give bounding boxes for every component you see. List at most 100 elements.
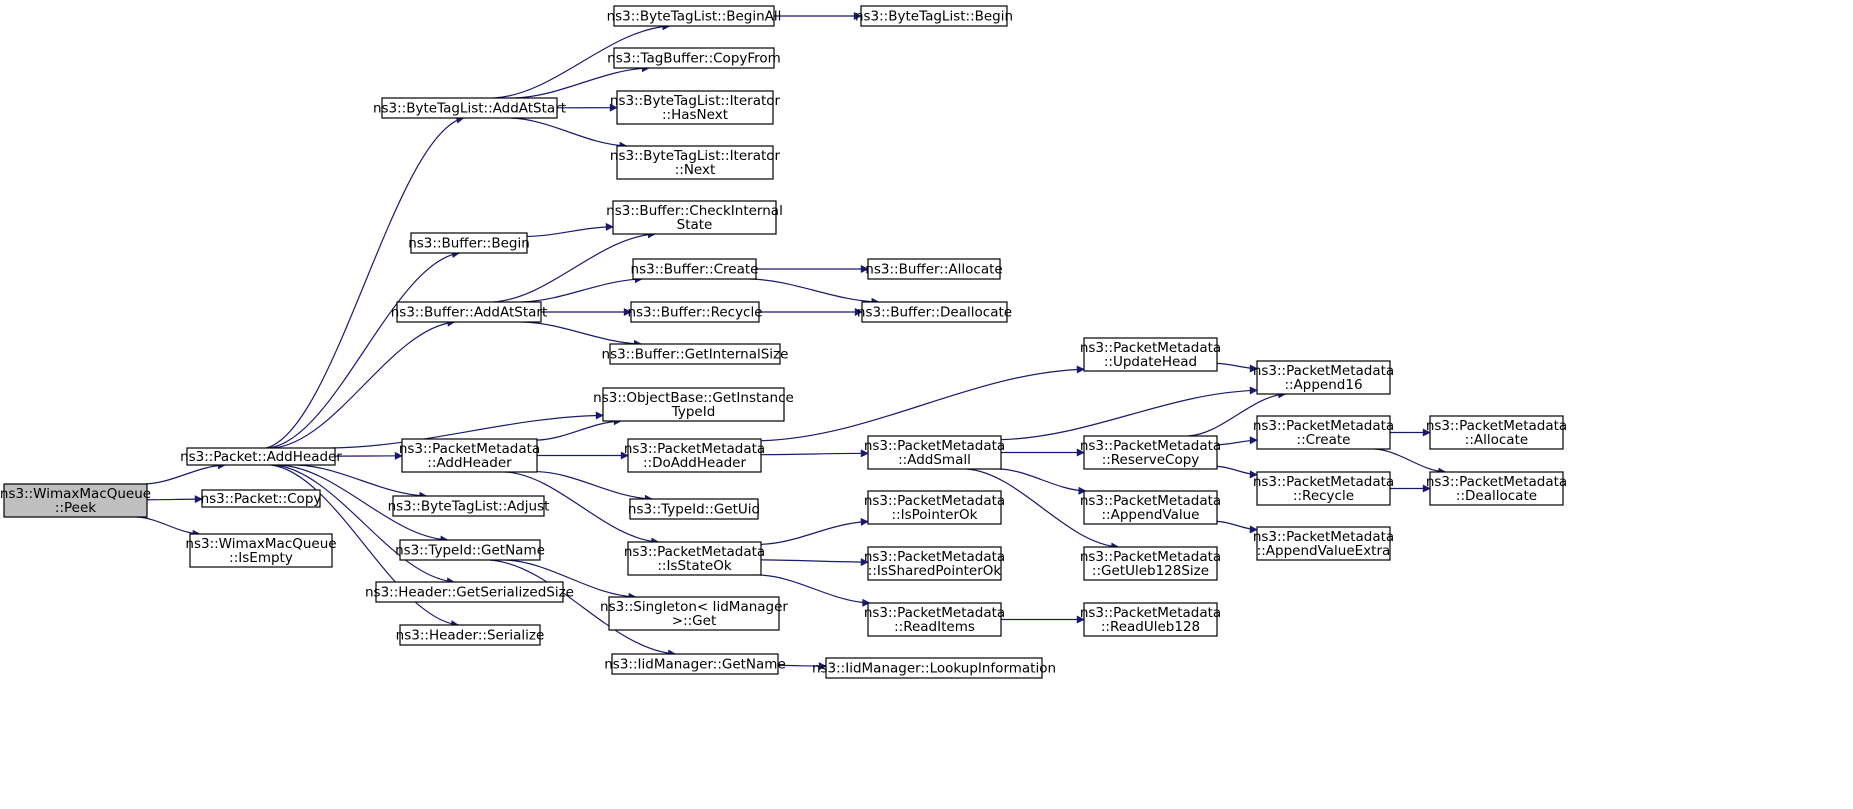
node-pm_appendvalueextra[interactable]: ns3::PacketMetadata::AppendValueExtra: [1253, 526, 1394, 561]
node-label: ::IsStateOk: [657, 558, 731, 574]
node-box: [1083, 546, 1218, 581]
node-btl_beginall[interactable]: ns3::ByteTagList::BeginAll: [607, 5, 782, 27]
node-tagbuffer_copyfrom[interactable]: ns3::TagBuffer::CopyFrom: [607, 47, 781, 69]
node-label: State: [677, 217, 713, 233]
node-pm_recycle[interactable]: ns3::PacketMetadata::Recycle: [1253, 471, 1394, 506]
node-pm_readitems[interactable]: ns3::PacketMetadata::ReadItems: [864, 602, 1005, 637]
node-peek[interactable]: ns3::WimaxMacQueue::Peek: [0, 483, 151, 518]
edge-pm_reservecopy-to-pm_create: [1216, 436, 1258, 446]
node-btl_begin[interactable]: ns3::ByteTagList::Begin: [855, 5, 1013, 27]
node-pm_addheader[interactable]: ns3::PacketMetadata::AddHeader: [399, 438, 540, 473]
edge-peek-to-copy: [146, 495, 203, 504]
node-label: ns3::PacketMetadata: [1426, 474, 1567, 490]
node-label: ns3::Buffer::Create: [631, 262, 759, 278]
node-box: [867, 435, 1002, 470]
edge-pm_addheader-to-typeid_getuid: [536, 470, 653, 503]
node-serialize[interactable]: ns3::Header::Serialize: [396, 624, 545, 646]
nodes-layer: ns3::WimaxMacQueue::Peek ns3::Packet::Add…: [0, 5, 1567, 679]
node-box: [861, 301, 1008, 323]
node-getserializedsize[interactable]: ns3::Header::GetSerializedSize: [365, 581, 574, 603]
node-box: [613, 47, 775, 69]
node-pm_issharedpointerok[interactable]: ns3::PacketMetadata::IsSharedPointerOk: [864, 546, 1005, 581]
node-buf_getinternalsize[interactable]: ns3::Buffer::GetInternalSize: [602, 343, 789, 365]
node-label: ns3::ByteTagList::Begin: [855, 9, 1013, 25]
node-box: [867, 602, 1002, 637]
node-addheader[interactable]: ns3::Packet::AddHeader: [180, 447, 342, 466]
node-pm_ispointerok[interactable]: ns3::PacketMetadata::IsPointerOk: [864, 490, 1005, 525]
node-iter_next[interactable]: ns3::ByteTagList::Iterator::Next: [610, 145, 781, 180]
node-box: [392, 495, 545, 517]
node-label: ns3::Buffer::AddAtStart: [391, 305, 548, 321]
node-pm_readuleb128[interactable]: ns3::PacketMetadata::ReadUleb128: [1080, 602, 1221, 637]
node-box: [867, 258, 1001, 280]
node-singleton_get[interactable]: ns3::Singleton< IidManager >::Get: [600, 596, 788, 631]
node-label: ns3::WimaxMacQueue: [185, 536, 336, 552]
node-label: ns3::ByteTagList::AddAtStart: [373, 101, 566, 117]
node-box: [1083, 435, 1218, 470]
node-buf_deallocate[interactable]: ns3::Buffer::Deallocate: [857, 301, 1012, 323]
node-buf_create[interactable]: ns3::Buffer::Create: [631, 258, 759, 280]
node-pm_updatehead[interactable]: ns3::PacketMetadata::UpdateHead: [1080, 337, 1221, 372]
node-label: ns3::PacketMetadata: [864, 605, 1005, 621]
node-box: [1083, 337, 1218, 372]
node-buf_allocate[interactable]: ns3::Buffer::Allocate: [865, 258, 1003, 280]
node-iid_getname[interactable]: ns3::IidManager::GetName: [604, 653, 786, 675]
edge-typeid_getname-to-singleton_get: [505, 559, 637, 601]
node-buf_begin[interactable]: ns3::Buffer::Begin: [408, 232, 530, 254]
edge-pm_addsmall-to-pm_getuleb128size: [966, 468, 1120, 551]
node-label: ::ReadUleb128: [1101, 619, 1200, 635]
node-box: [375, 581, 564, 603]
node-label: ::Peek: [55, 500, 96, 516]
node-buf_recycle[interactable]: ns3::Buffer::Recycle: [627, 301, 763, 323]
node-box: [3, 483, 148, 518]
node-box: [189, 533, 333, 568]
node-pm_deallocate[interactable]: ns3::PacketMetadata::Deallocate: [1426, 471, 1567, 506]
edge-btl_addatstart-to-iter_next: [510, 117, 628, 150]
node-label: ::Create: [1297, 432, 1351, 448]
edges-layer: [136, 12, 1447, 671]
node-box: [1256, 360, 1391, 395]
node-iid_lookup[interactable]: ns3::IidManager::LookupInformation: [812, 657, 1056, 679]
node-pm_create[interactable]: ns3::PacketMetadata::Create: [1253, 415, 1394, 450]
node-pm_reservecopy[interactable]: ns3::PacketMetadata::ReserveCopy: [1080, 435, 1221, 470]
node-box: [867, 490, 1002, 525]
node-pm_isstateok[interactable]: ns3::PacketMetadata::IsStateOk: [624, 541, 765, 576]
node-btl_adjust[interactable]: ns3::ByteTagList::Adjust: [388, 495, 550, 517]
node-box: [401, 438, 538, 473]
node-pm_doaddheader[interactable]: ns3::PacketMetadata::DoAddHeader: [624, 438, 765, 473]
edge-buf_addatstart-to-buf_create: [521, 275, 643, 303]
node-label: ns3::Buffer::GetInternalSize: [602, 347, 789, 363]
edge-pm_addsmall-to-pm_append16: [1000, 386, 1258, 441]
node-copy[interactable]: ns3::Packet::Copy: [201, 489, 322, 508]
edge-buf_addatstart-to-checkinternalstate: [492, 230, 656, 303]
node-btl_addatstart[interactable]: ns3::ByteTagList::AddAtStart: [373, 97, 566, 119]
node-buf_addatstart[interactable]: ns3::Buffer::AddAtStart: [391, 301, 548, 323]
edge-addheader-to-buf_addatstart: [273, 318, 456, 449]
node-isempty[interactable]: ns3::WimaxMacQueue::IsEmpty: [185, 533, 337, 568]
edge-addheader-to-btl_addatstart: [265, 115, 465, 449]
node-typeid_getname[interactable]: ns3::TypeId::GetName: [395, 539, 545, 561]
node-pm_addsmall[interactable]: ns3::PacketMetadata::AddSmall: [864, 435, 1005, 470]
node-label: ns3::ByteTagList::BeginAll: [607, 9, 782, 25]
node-box: [399, 539, 541, 561]
node-pm_appendvalue[interactable]: ns3::PacketMetadata::AppendValue: [1080, 490, 1221, 525]
node-label: ns3::ByteTagList::Iterator: [610, 148, 781, 164]
node-pm_append16[interactable]: ns3::PacketMetadata::Append16: [1253, 360, 1394, 395]
node-iter_hasnext[interactable]: ns3::ByteTagList::Iterator::HasNext: [610, 90, 781, 125]
node-label: ns3::PacketMetadata: [1253, 474, 1394, 490]
node-box: [399, 624, 541, 646]
node-label: ns3::Buffer::Allocate: [865, 262, 1002, 278]
node-label: ns3::PacketMetadata: [1253, 363, 1394, 379]
edge-pm_addheader-to-pm_isstateok: [505, 471, 660, 546]
node-pm_getuleb128size[interactable]: ns3::PacketMetadata::GetUleb128Size: [1080, 546, 1221, 581]
node-pm_allocate[interactable]: ns3::PacketMetadata::Allocate: [1426, 415, 1567, 450]
node-box: [609, 343, 781, 365]
edge-btl_addatstart-to-tagbuffer_copyfrom: [514, 64, 650, 99]
node-typeid_getuid[interactable]: ns3::TypeId::GetUid: [628, 498, 760, 520]
node-box: [613, 5, 775, 27]
node-box: [825, 657, 1043, 679]
node-label: ns3::Header::GetSerializedSize: [365, 585, 574, 601]
